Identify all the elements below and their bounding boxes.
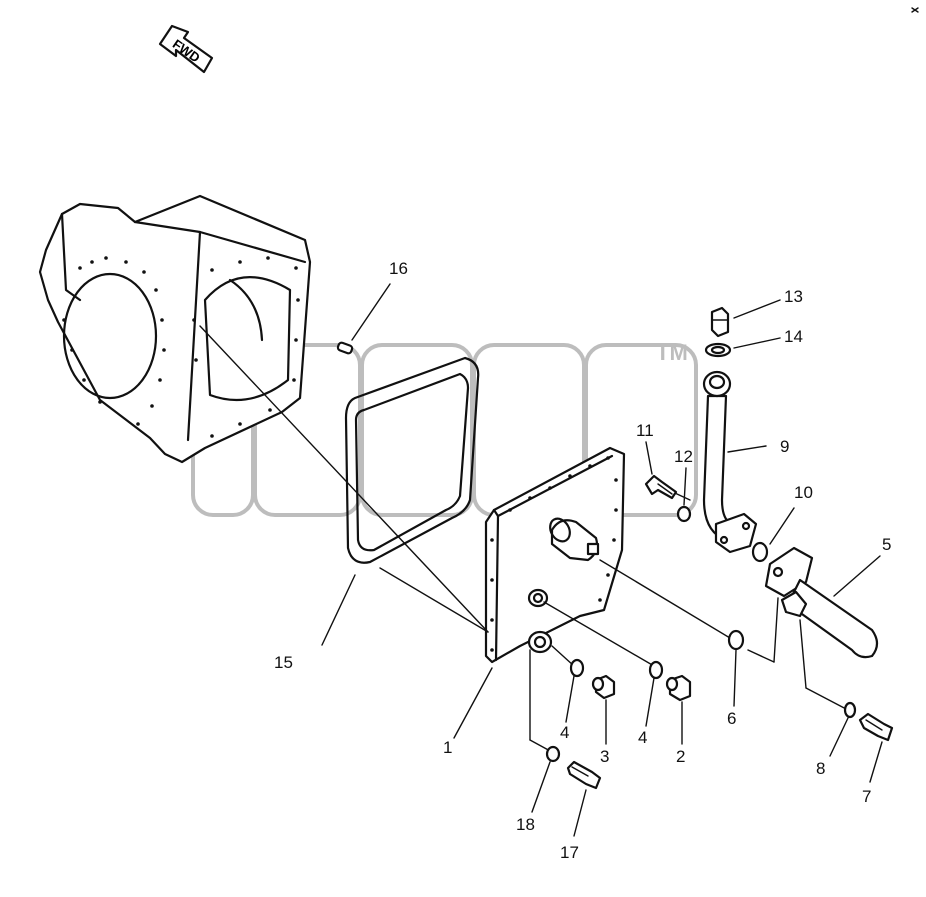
transmission-case	[38, 194, 312, 464]
callout-7: 7	[862, 787, 871, 806]
callout-5: 5	[882, 535, 891, 554]
callout-17: 17	[560, 843, 579, 862]
watermark-tm: TM	[656, 340, 688, 365]
callout-1: 1	[443, 738, 452, 757]
callout-4b: 4	[638, 728, 647, 747]
callout-4a: 4	[560, 723, 569, 742]
callout-13: 13	[784, 287, 803, 306]
callout-6: 6	[727, 709, 736, 728]
dowel-pin	[336, 283, 391, 355]
callout-16: 16	[389, 259, 408, 278]
o-ring-10	[751, 507, 795, 563]
assembly-lines	[199, 325, 849, 753]
callout-3: 3	[600, 747, 609, 766]
callout-2: 2	[676, 747, 685, 766]
o-rings	[565, 629, 745, 727]
gasket	[321, 356, 480, 646]
callout-9: 9	[780, 437, 789, 456]
callout-15: 15	[274, 653, 293, 672]
callout-12: 12	[674, 447, 693, 466]
washer-and-bolt-right	[829, 701, 894, 783]
callout-8: 8	[816, 759, 825, 778]
callout-14: 14	[784, 327, 803, 346]
bolt-and-washer-upper	[644, 441, 692, 523]
corner-mark-icon	[911, 7, 919, 13]
callout-10: 10	[794, 483, 813, 502]
callouts: 1 2 3 4 4 5 6 7 8 9 10 11 12 13 14 15 16…	[274, 259, 891, 862]
fwd-arrow-icon: FWD	[158, 24, 214, 74]
fwd-label: FWD	[170, 36, 203, 65]
oil-tube	[702, 299, 781, 554]
callout-11: 11	[636, 421, 654, 440]
plugs	[591, 674, 692, 745]
washer-and-bolt-lower	[531, 745, 602, 837]
pipe	[764, 546, 881, 659]
callout-18: 18	[516, 815, 535, 834]
cover-plate	[453, 446, 626, 739]
